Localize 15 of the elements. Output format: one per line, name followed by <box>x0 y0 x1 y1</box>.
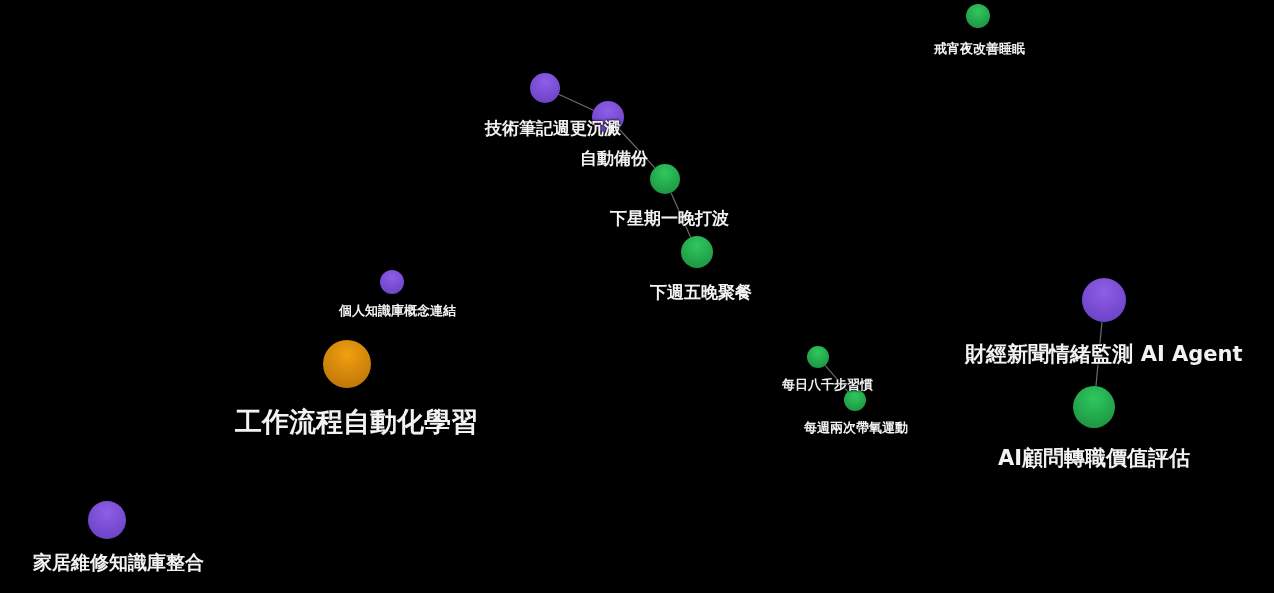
connector-line <box>558 93 595 111</box>
node-label: 家居維修知識庫整合 <box>32 550 204 575</box>
connector-line <box>670 192 692 238</box>
node-label: 下週五晚聚餐 <box>650 280 752 304</box>
node-label: 個人知識庫概念連結 <box>338 302 456 320</box>
node-label: 每週兩次帶氧運動 <box>804 419 908 437</box>
connector-line <box>1095 321 1103 387</box>
node-label: 財經新聞情緒監測 AI Agent <box>965 341 1243 368</box>
node-label: 戒宵夜改善睡眠 <box>933 40 1025 58</box>
node-label: 技術筆記週更沉澱 <box>485 116 621 140</box>
node-label: 每日八千步習慣 <box>781 376 873 394</box>
node-label: 自動備份 <box>580 146 648 170</box>
node-label: 工作流程自動化學習 <box>234 405 478 439</box>
node-label: AI顧問轉職價值評估 <box>997 445 1191 472</box>
node-label: 下星期一晚打波 <box>609 206 729 230</box>
